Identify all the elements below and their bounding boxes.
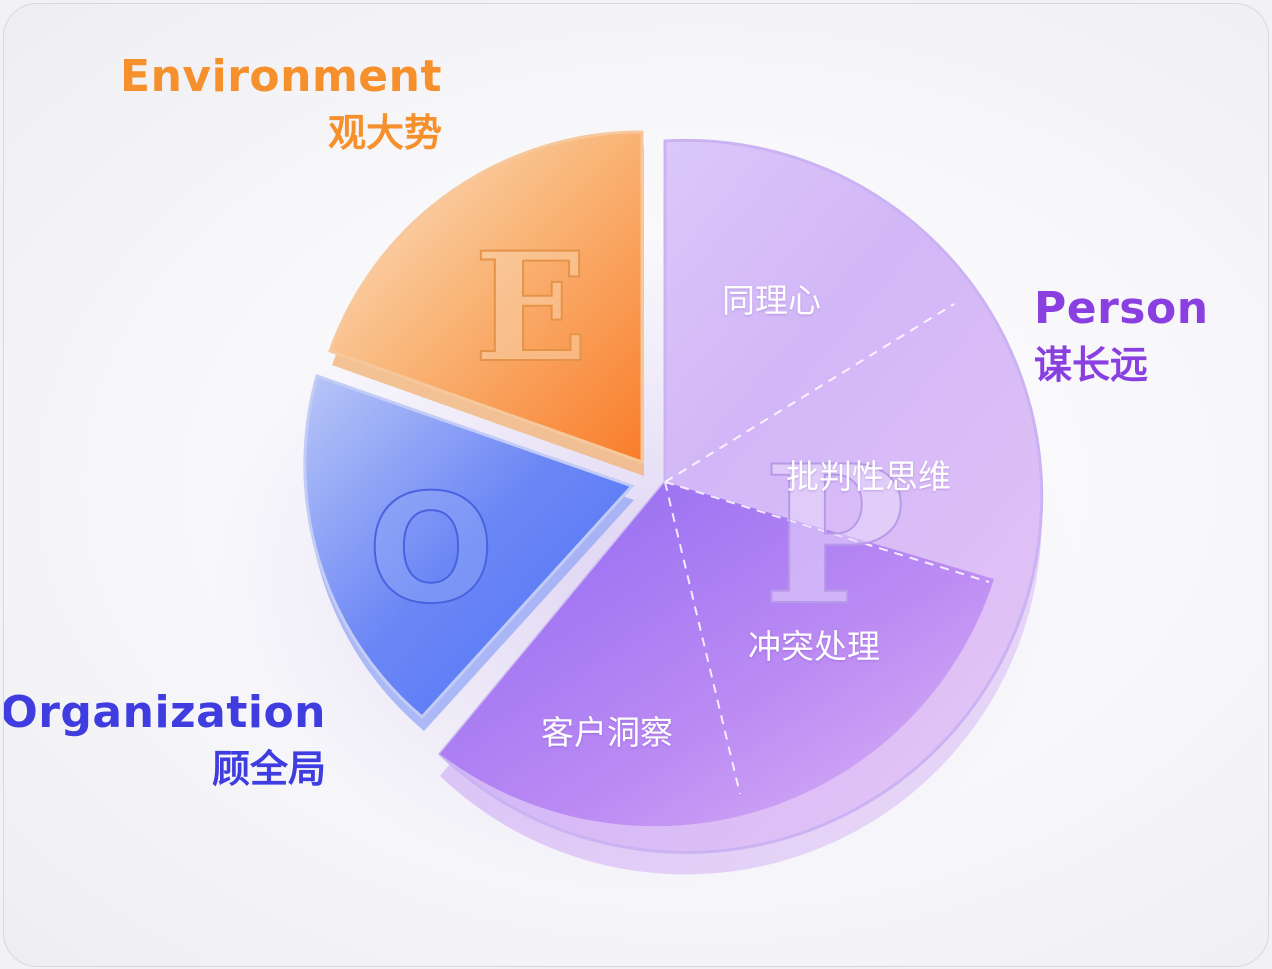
segment-dividers (664, 303, 990, 795)
eop-pie-diagram: P E O (214, 130, 1074, 894)
environment-title-zh: 观大势 (327, 111, 442, 155)
organization-title-zh: 顾全局 (211, 747, 326, 791)
segment-label-conflict-handling: 冲突处理 (748, 627, 880, 666)
diagram-card: P E O Environment 观大势 Person 谋长远 Organiz… (3, 3, 1269, 967)
segment-label-customer-insight: 客户洞察 (541, 713, 673, 752)
segment-label-empathy: 同理心 (722, 281, 821, 320)
organization-slice (303, 374, 635, 720)
person-slice-lower (440, 482, 994, 827)
environment-title-en: Environment (120, 51, 442, 102)
person-title-en: Person (1034, 283, 1209, 334)
segment-label-critical-thinking: 批判性思维 (786, 457, 951, 496)
letter-o: O (367, 463, 495, 637)
letter-p: P (763, 424, 906, 647)
letter-e: E (474, 220, 588, 396)
organization-title-en: Organization (3, 687, 326, 738)
environment-slice (328, 130, 644, 465)
person-title-zh: 谋长远 (1034, 343, 1149, 387)
